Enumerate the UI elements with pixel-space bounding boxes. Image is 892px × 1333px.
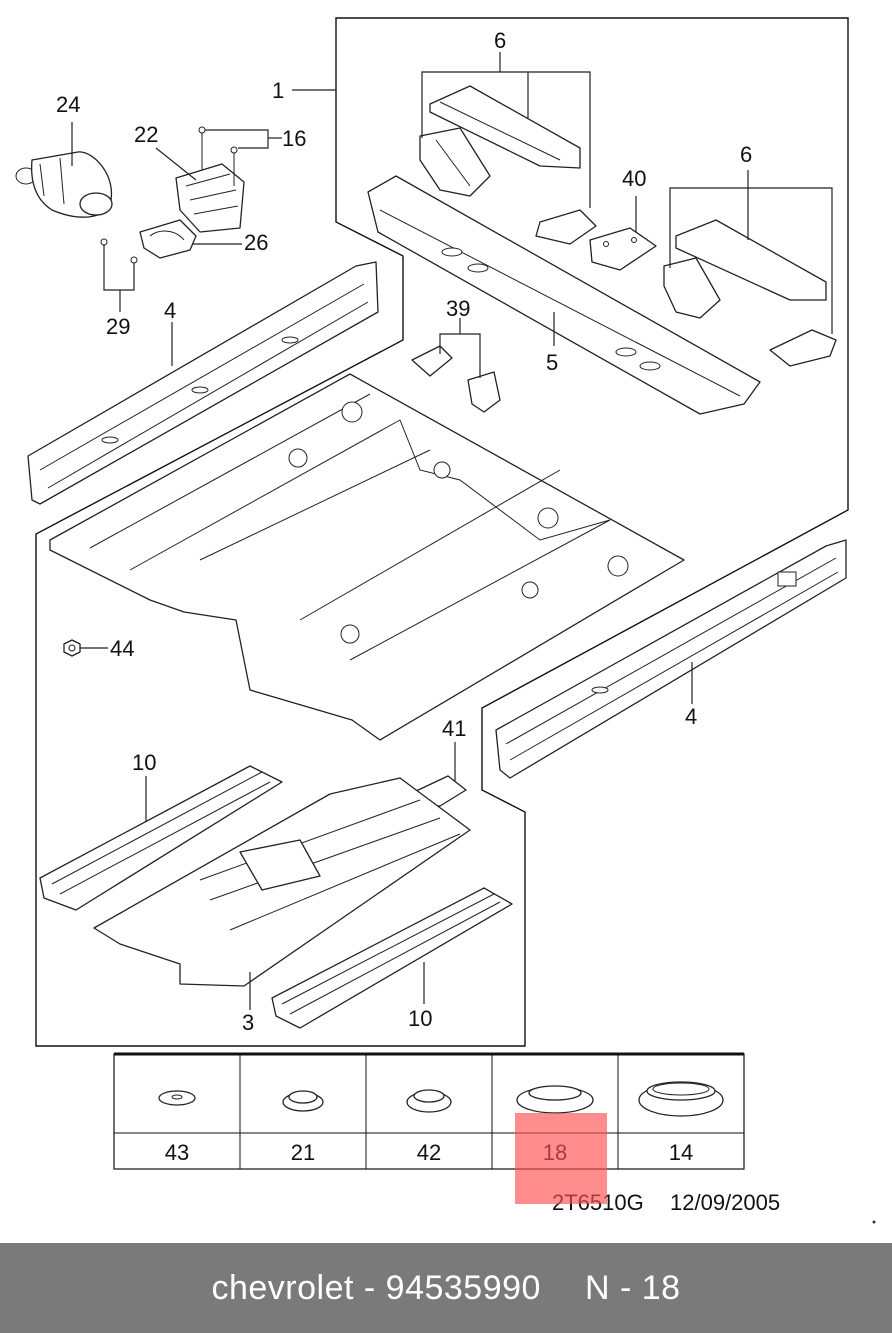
grommet-table: 43 21 42 18 14	[113, 1052, 745, 1170]
bolt-16[interactable]	[198, 126, 238, 186]
callout-41: 41	[442, 716, 466, 741]
footer-separator: -	[353, 1268, 386, 1307]
grommet-18-part[interactable]	[516, 1085, 594, 1114]
grommet-label-43: 43	[165, 1140, 189, 1165]
callout-6-right: 6	[740, 142, 752, 167]
callout-29: 29	[106, 314, 130, 339]
heat-shield-part[interactable]	[175, 163, 245, 233]
callout-26: 26	[244, 230, 268, 255]
callout-10-left: 10	[132, 750, 156, 775]
callout-1: 1	[272, 78, 284, 103]
callout-10-right: 10	[408, 1006, 432, 1031]
fuel-filter-part[interactable]	[15, 151, 113, 218]
parts-diagram: 1 24 22 16 26 29 6 40 6 39 4 5 44 4 41 1…	[15, 17, 876, 1224]
reinforcement-6-right[interactable]	[663, 219, 837, 367]
grommet-label-42: 42	[417, 1140, 441, 1165]
callout-16: 16	[282, 126, 306, 151]
bracket-40-part[interactable]	[589, 227, 657, 271]
callout-22: 22	[134, 122, 158, 147]
callout-4-right: 4	[685, 704, 697, 729]
floor-rail-10-right[interactable]	[271, 887, 513, 1029]
bracket-39-part[interactable]	[411, 345, 501, 413]
rear-floor-assembly-frame	[35, 17, 849, 1047]
callout-39: 39	[446, 296, 470, 321]
callout-3: 3	[242, 1010, 254, 1035]
bracket-part[interactable]	[139, 219, 197, 259]
callout-4-left: 4	[164, 298, 176, 323]
footer-reference: N - 18	[584, 1268, 681, 1307]
callout-5: 5	[546, 350, 558, 375]
highlighted-part-marker	[515, 1113, 607, 1204]
rocker-panel-left[interactable]	[27, 261, 379, 505]
grommet-21-part[interactable]	[282, 1090, 324, 1112]
floor-rail-10-left[interactable]	[39, 765, 283, 911]
rocker-panel-right[interactable]	[495, 539, 847, 779]
floor-panel-part[interactable]	[49, 373, 685, 741]
footer-brand: chevrolet	[211, 1268, 354, 1307]
grommet-label-21: 21	[291, 1140, 315, 1165]
footer-bar: chevrolet - 94535990 N - 18	[0, 1243, 892, 1333]
callout-44: 44	[110, 636, 134, 661]
callout-6-upper: 6	[494, 28, 506, 53]
callout-40: 40	[622, 166, 646, 191]
nut-44-part[interactable]	[63, 639, 81, 657]
footer-part-number: 94535990	[385, 1268, 541, 1307]
grommet-label-14: 14	[669, 1140, 693, 1165]
drawing-date: 12/09/2005	[670, 1190, 780, 1215]
grommet-42-part[interactable]	[406, 1089, 452, 1113]
grommet-43-part[interactable]	[158, 1090, 196, 1106]
tunnel-reinforcement-part[interactable]	[93, 777, 471, 987]
callout-24: 24	[56, 92, 80, 117]
grommet-14-part[interactable]	[638, 1081, 724, 1117]
rear-crossmember-part[interactable]	[367, 175, 761, 415]
reinforcement-6-upper[interactable]	[419, 85, 581, 197]
small-bracket-6-upper[interactable]	[535, 209, 597, 245]
bolt-29[interactable]	[100, 238, 138, 264]
